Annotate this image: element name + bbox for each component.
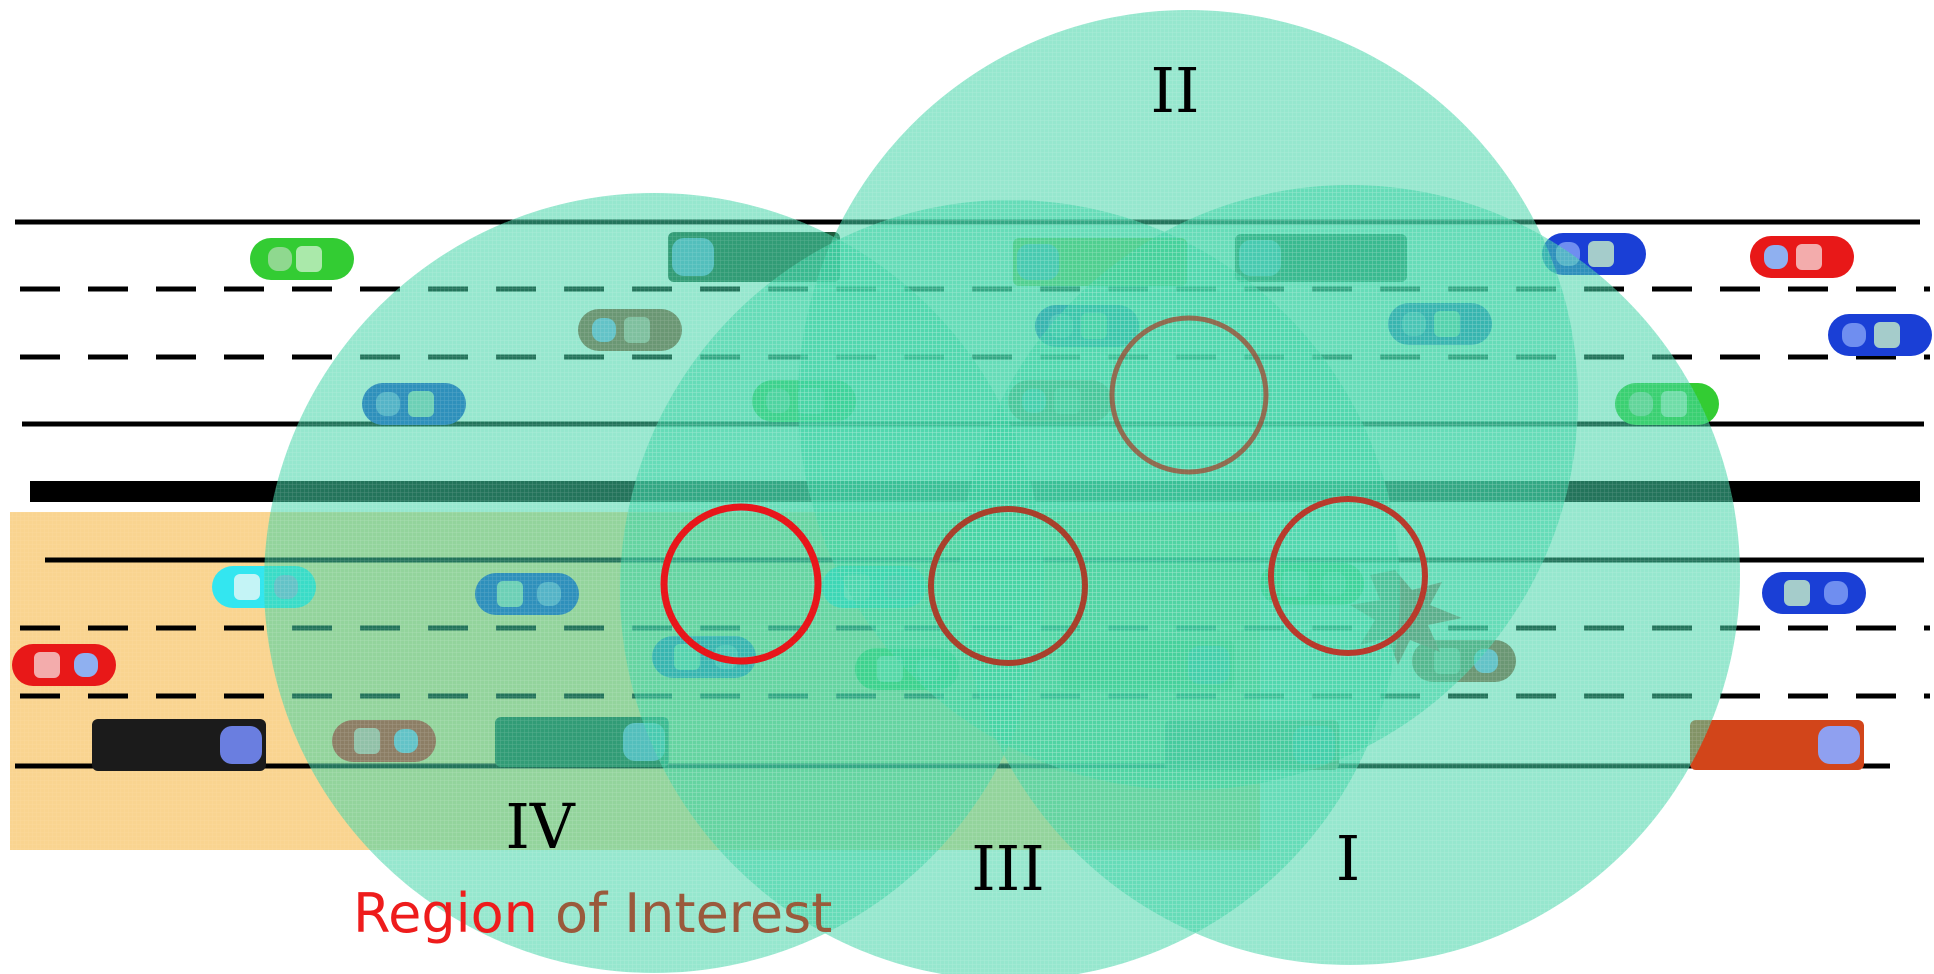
roi-ring <box>660 503 822 665</box>
vehicle-car <box>1750 236 1854 278</box>
zone-label-IV: IV <box>505 790 575 863</box>
zone-label-I: I <box>1336 822 1361 895</box>
zone-label-III: III <box>971 832 1044 905</box>
roi-ring <box>1109 315 1269 475</box>
roi-ring <box>1268 496 1428 656</box>
coverage-areas <box>264 10 1740 974</box>
vehicle-van <box>92 719 266 771</box>
vehicle-car <box>12 644 116 686</box>
zone-label-II: II <box>1151 54 1200 127</box>
roi-ring <box>928 506 1088 666</box>
roi-caption-region: Region <box>353 882 538 945</box>
roi-rings <box>660 315 1428 666</box>
vehicle-car <box>250 238 354 280</box>
vehicle-van <box>1690 720 1864 770</box>
vehicle-car <box>1762 572 1866 614</box>
vehicle-car <box>1828 314 1932 356</box>
roi-caption-of-interest: of Interest <box>538 882 832 945</box>
roi-caption: Region of Interest <box>353 882 832 945</box>
